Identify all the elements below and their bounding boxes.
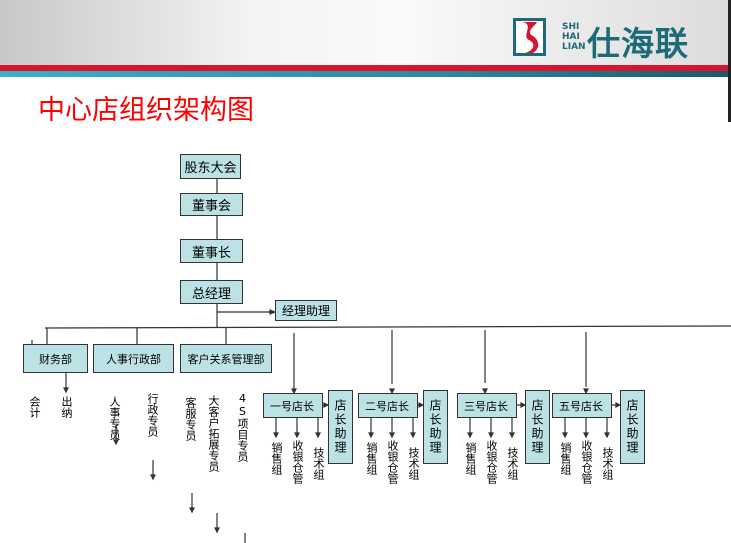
logo-chinese: 仕海联 [587,24,689,63]
staff-hr: 人事专员 [108,396,121,440]
logo-english: SHI HAI LIAN [562,22,586,52]
store-manager-box: 二号店长 [358,393,418,418]
staff-4s: 4S项目专员 [236,392,249,462]
store-assistant-box: 店长助理 [620,390,645,464]
store-group-label: 收银仓管 [386,440,399,484]
logo-en-1: SHI [562,22,580,32]
store-assistant-box: 店长助理 [328,390,353,464]
store-group-label: 技术组 [312,447,325,480]
dept-finance: 财务部 [23,344,88,373]
dept-customer-relations: 客户关系管理部 [180,344,272,373]
board-box: 董事会 [180,193,243,216]
dept-hr-admin: 人事行政部 [93,344,174,373]
store-group-label: 销售组 [365,442,378,475]
slide-edge [728,0,731,122]
store-manager-box: 三号店长 [457,393,517,418]
gm-assistant-box: 经理助理 [275,300,337,321]
general-manager-box: 总经理 [180,280,243,304]
store-group-label: 收银仓管 [291,440,304,484]
store-manager-box: 五号店长 [552,393,612,418]
logo-en-3: LIAN [562,42,586,52]
store-group-label: 收银仓管 [580,440,593,484]
store-group-label: 销售组 [270,442,283,475]
page-title: 中心店组织架构图 [38,95,254,126]
store-group-label: 销售组 [464,442,477,475]
store-group-label: 技术组 [407,447,420,480]
store-group-label: 收银仓管 [485,440,498,484]
header-teal-band [0,71,731,77]
store-group-label: 技术组 [506,447,519,480]
staff-cashier: 出纳 [60,396,73,418]
logo-icon [513,18,546,56]
logo-en-2: HAI [562,32,580,42]
staff-service: 客服专员 [184,397,197,441]
header-banner [0,0,731,65]
staff-accountant: 会计 [28,396,41,418]
header-red-band [0,65,731,71]
store-group-label: 销售组 [559,442,572,475]
staff-key-account: 大客户拓展专员 [207,395,220,472]
store-group-label: 技术组 [601,447,614,480]
store-manager-box: 一号店长 [263,393,323,418]
store-assistant-box: 店长助理 [525,390,550,464]
shareholders-box: 股东大会 [180,154,241,179]
staff-admin: 行政专员 [146,393,159,437]
store-assistant-box: 店长助理 [423,390,448,464]
chairman-box: 董事长 [180,239,243,263]
